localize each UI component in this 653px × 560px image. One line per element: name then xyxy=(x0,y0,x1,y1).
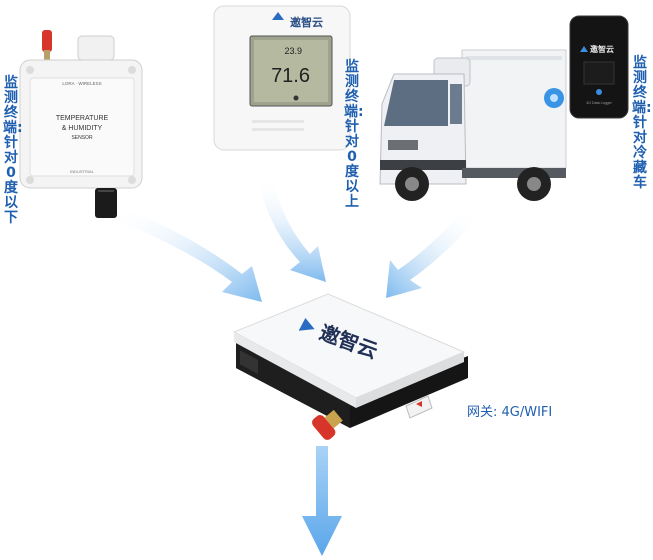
gateway-device: 邀智云 xyxy=(232,293,468,440)
humidity-sensor-device: LORA · WIRELESS TEMPERATURE & HUMIDITY S… xyxy=(19,30,143,218)
display-brand: 邀智云 xyxy=(290,15,323,29)
data-logger-device: 邀智云 4G Data Logger xyxy=(569,15,629,119)
arrow-right xyxy=(386,212,474,298)
display-sensor-device: 邀智云 23.9 71.6 xyxy=(213,5,351,151)
logger-caption: 4G Data Logger xyxy=(586,101,612,105)
arrow-down xyxy=(302,446,342,556)
logger-brand: 邀智云 xyxy=(590,44,614,54)
label-gateway: 网关: 4G/WIFI xyxy=(467,405,553,420)
svg-text:SENSOR: SENSOR xyxy=(71,135,93,141)
svg-text:TEMPERATURE: TEMPERATURE xyxy=(56,115,109,122)
svg-text:& HUMIDITY: & HUMIDITY xyxy=(62,125,103,132)
label-sensor-above-zero: 监测终端:针对0度以上 xyxy=(344,59,364,210)
sensor-top-text: LORA · WIRELESS xyxy=(62,81,101,86)
svg-text:INDUSTRIAL: INDUSTRIAL xyxy=(70,169,95,174)
label-sensor-refrigerated-truck: 监测终端:针对冷藏车 xyxy=(632,55,652,191)
display-reading-main: 71.6 xyxy=(271,65,310,87)
arrow-left xyxy=(115,208,262,302)
refrigerated-truck xyxy=(379,49,567,201)
label-sensor-below-zero: 监测终端:针对0度以下 xyxy=(3,75,23,226)
arrow-middle xyxy=(258,176,326,282)
display-reading-top: 23.9 xyxy=(284,46,302,56)
